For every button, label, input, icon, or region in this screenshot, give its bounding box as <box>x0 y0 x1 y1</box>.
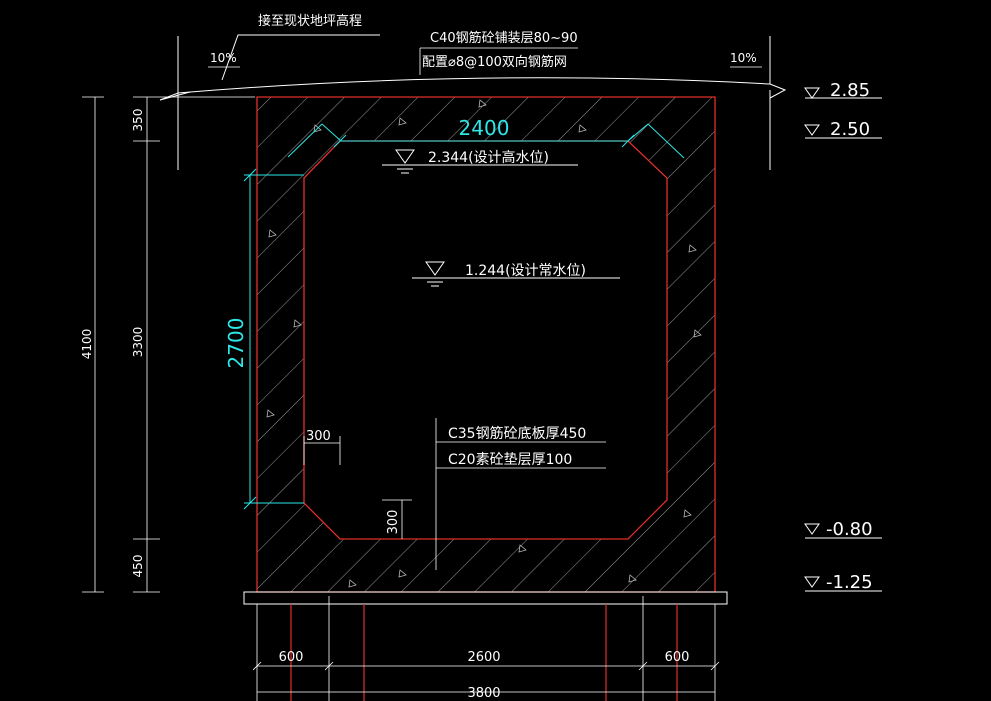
middle-segment-value: 2600 <box>467 650 500 665</box>
bottom-horizontal-dimensions <box>252 661 720 693</box>
elevation-minus-0-80: -0.80 <box>826 519 873 540</box>
elevation-markers <box>804 87 882 592</box>
elevation-minus-1-25: -1.25 <box>826 572 873 593</box>
concrete-section <box>256 96 716 593</box>
inner-width-dimension <box>287 123 685 159</box>
haunch-horizontal-value: 300 <box>306 429 331 444</box>
overall-width-value: 3800 <box>467 686 500 701</box>
slope-left: 10% <box>210 51 237 65</box>
high-water-label: 2.344(设计高水位) <box>428 149 549 166</box>
piles <box>290 604 678 701</box>
inner-height-dimension <box>243 168 304 510</box>
wall-height-value: 3300 <box>131 327 145 358</box>
ground-note: 接至现状地坪高程 <box>258 13 362 29</box>
normal-water-symbol <box>412 261 620 287</box>
bottom-slab-note-1: C35钢筋砼底板厚450 <box>448 425 586 442</box>
cushion-layer <box>243 591 728 605</box>
bottom-slab-leader <box>435 418 606 570</box>
grid-lines <box>256 596 716 701</box>
top-thickness-value: 350 <box>131 109 145 132</box>
left-vertical-dimensions <box>82 96 255 593</box>
aggregate-symbols <box>266 99 702 588</box>
elevation-2-85: 2.85 <box>830 80 870 101</box>
top-slab-note-1: C40钢筋砼铺装层80~90 <box>430 30 578 46</box>
haunch-vertical-value: 300 <box>386 510 401 535</box>
high-water-symbol <box>382 149 578 174</box>
left-segment-value: 600 <box>279 650 304 665</box>
total-height-value: 4100 <box>80 329 94 360</box>
inner-height-value: 2700 <box>224 318 248 369</box>
bottom-thickness-value: 450 <box>131 555 145 578</box>
bottom-slab-note-2: C20素砼垫层厚100 <box>448 452 572 468</box>
elevation-2-50: 2.50 <box>830 119 870 140</box>
slope-right: 10% <box>730 51 757 65</box>
normal-water-label: 1.244(设计常水位) <box>465 263 586 279</box>
haunch-dimensions <box>303 436 412 539</box>
inner-width-value: 2400 <box>459 116 510 140</box>
top-slab-note-2: 配置⌀8@100双向钢筋网 <box>422 54 567 70</box>
right-segment-value: 600 <box>665 650 690 665</box>
ground-surface <box>159 34 787 170</box>
